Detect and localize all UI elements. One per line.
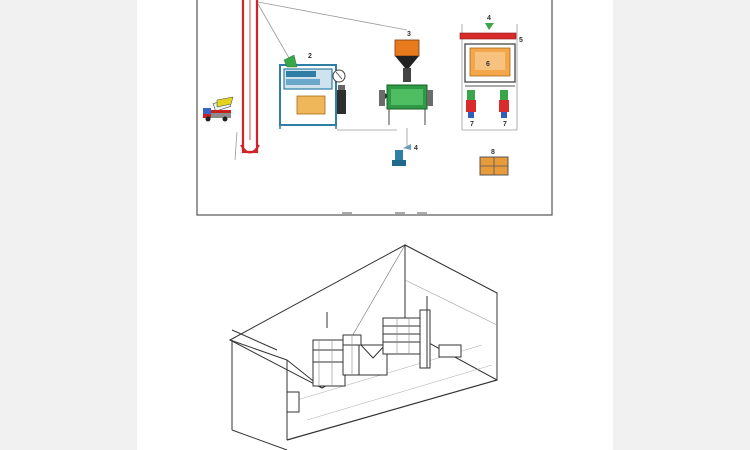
bucket-elevator (240, 0, 260, 154)
truck-icon (203, 96, 234, 122)
drawing-canvas: 2 3 4 (196, 0, 553, 450)
grain-cleaner (279, 54, 346, 129)
control-cabinet (479, 156, 509, 176)
label-7b: 7 (503, 121, 507, 128)
conveyor-lines (234, 1, 518, 161)
label-4-upper: 4 (487, 15, 491, 22)
process-scheme: 2 3 4 (196, 0, 553, 216)
label-6: 6 (486, 61, 490, 68)
scheme-frame (196, 0, 553, 216)
hopper-separator (379, 39, 433, 125)
dryer-unit (459, 23, 517, 87)
container-building (228, 244, 499, 450)
label-2: 2 (308, 53, 312, 60)
label-8: 8 (491, 149, 495, 156)
discharge-unit (392, 144, 411, 166)
label-5: 5 (519, 37, 523, 44)
building-equipment (286, 296, 462, 413)
document-page: 2 3 4 (137, 0, 613, 450)
label-3: 3 (407, 31, 411, 38)
label-7a: 7 (470, 121, 474, 128)
label-4-lower: 4 (414, 145, 418, 152)
bagging-stations (466, 90, 509, 118)
